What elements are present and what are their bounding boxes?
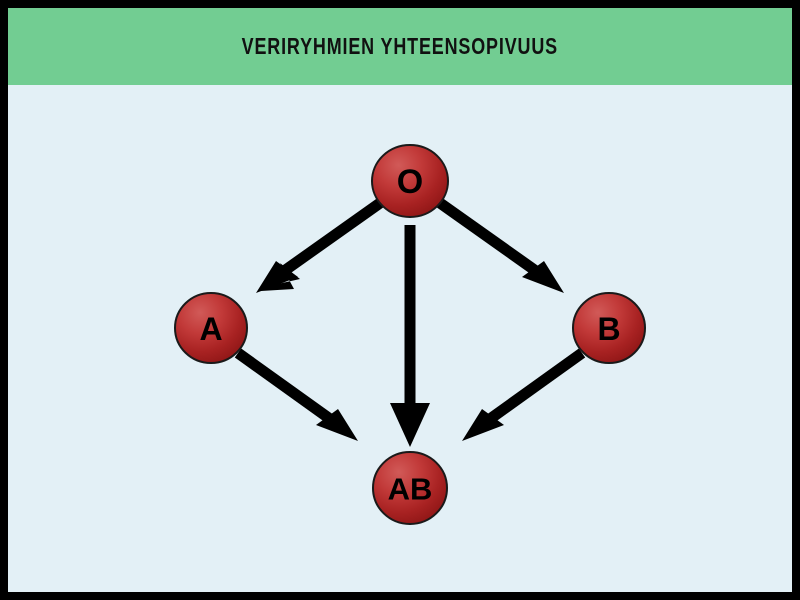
blood-compatibility-diagram: O A B AB <box>174 144 646 525</box>
edge-group <box>234 198 586 447</box>
arrow-o-to-b <box>436 198 564 293</box>
node-b-circle[interactable] <box>572 292 646 364</box>
arrow-o-to-ab <box>390 225 430 447</box>
node-a[interactable]: A <box>174 292 248 364</box>
page-title: VERIRYHMIEN YHTEENSOPIVUUS <box>241 33 559 59</box>
node-ab-circle[interactable] <box>372 451 448 525</box>
header-bar: VERIRYHMIEN YHTEENSOPIVUUS <box>8 8 792 85</box>
node-o[interactable]: O <box>371 144 449 218</box>
node-a-circle[interactable] <box>174 292 248 364</box>
arrow-o-to-a <box>256 198 384 293</box>
node-o-circle[interactable] <box>371 144 449 218</box>
node-b[interactable]: B <box>572 292 646 364</box>
arrow-b-to-ab <box>462 348 586 441</box>
arrow-a-to-ab <box>234 348 358 441</box>
node-ab[interactable]: AB <box>372 451 448 525</box>
diagram-canvas: O A B AB <box>8 85 792 592</box>
